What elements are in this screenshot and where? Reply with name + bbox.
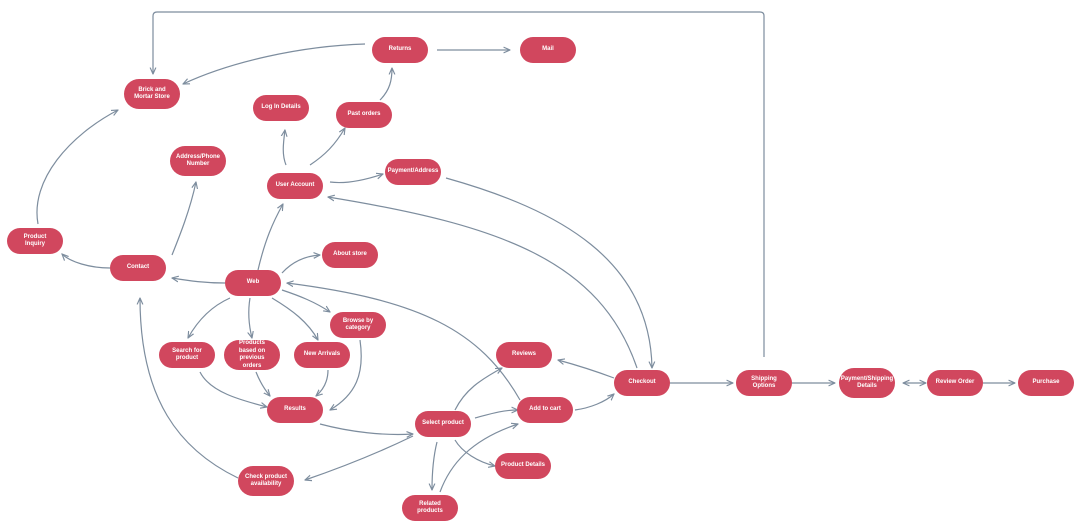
edge-returns-to-brick bbox=[183, 43, 366, 84]
edge-prev-to-results bbox=[255, 371, 270, 396]
edge-web-to-browse bbox=[281, 289, 330, 312]
node-addcart: Add to cart bbox=[517, 397, 573, 423]
edge-web-to-account bbox=[257, 204, 283, 271]
edge-addcart-to-web bbox=[287, 283, 521, 401]
edge-past-to-returns bbox=[379, 68, 392, 101]
node-mail: Mail bbox=[520, 37, 576, 63]
node-related: Related products bbox=[402, 495, 458, 521]
edge-account-to-login bbox=[283, 130, 286, 166]
node-details: Product Details bbox=[495, 453, 551, 479]
edge-payaddr-to-checkout bbox=[445, 177, 652, 368]
node-web: Web bbox=[225, 270, 281, 296]
node-contact: Contact bbox=[110, 255, 166, 281]
node-select: Select product bbox=[415, 411, 471, 437]
node-past: Past orders bbox=[336, 102, 392, 128]
edge-search-to-results bbox=[199, 371, 267, 407]
node-review: Review Order bbox=[927, 370, 983, 396]
edge-checkout-to-reviews bbox=[558, 360, 615, 379]
edge-related-to-addcart bbox=[439, 424, 518, 493]
node-account: User Account bbox=[267, 173, 323, 199]
edge-contact-to-inquiry bbox=[62, 254, 111, 269]
edge-select-to-details bbox=[454, 439, 495, 466]
node-addr: Address/Phone Number bbox=[170, 146, 226, 176]
node-checkout: Checkout bbox=[614, 370, 670, 396]
node-returns: Returns bbox=[372, 37, 428, 63]
edge-account-to-payaddr bbox=[329, 174, 383, 184]
node-results: Results bbox=[267, 397, 323, 423]
node-purchase: Purchase bbox=[1018, 370, 1074, 396]
edge-shipping-to-brick bbox=[153, 11, 765, 357]
edge-account-to-past bbox=[309, 128, 345, 166]
node-payship: Payment/Shipping Details bbox=[839, 368, 895, 398]
edge-select-to-addcart bbox=[474, 410, 518, 419]
node-search: Search for product bbox=[159, 342, 215, 368]
node-arrivals: New Arrivals bbox=[294, 342, 350, 368]
edge-select-to-check bbox=[305, 435, 414, 480]
edge-web-to-prev bbox=[249, 297, 252, 338]
edge-results-to-select bbox=[319, 423, 413, 435]
edge-arrivals-to-results bbox=[316, 369, 329, 396]
node-shipping: Shipping Options bbox=[736, 370, 792, 396]
node-brick: Brick and Mortar Store bbox=[124, 79, 180, 109]
node-browse: Browse by category bbox=[330, 312, 386, 338]
edge-addcart-to-checkout bbox=[574, 394, 614, 411]
edge-checkout-to-account bbox=[328, 197, 638, 369]
edge-check-to-contact bbox=[140, 298, 239, 479]
edge-select-to-related bbox=[432, 441, 438, 490]
node-prev: Products based on previous orders bbox=[224, 340, 280, 370]
node-login: Log In Details bbox=[253, 95, 309, 121]
edge-contact-to-addr bbox=[171, 182, 196, 256]
edge-browse-to-results bbox=[330, 339, 362, 410]
node-payaddr: Payment/Address bbox=[385, 159, 441, 185]
edge-web-to-about bbox=[281, 255, 320, 274]
edge-web-to-search bbox=[188, 297, 231, 338]
node-about: About store bbox=[322, 242, 378, 268]
edge-web-to-arrivals bbox=[271, 297, 318, 340]
node-check: Check product availability bbox=[238, 466, 294, 496]
edge-select-to-reviews bbox=[454, 368, 502, 411]
edge-web-to-contact bbox=[172, 278, 226, 284]
node-reviews: Reviews bbox=[496, 342, 552, 368]
edge-inquiry-to-brick bbox=[36, 110, 118, 225]
node-inquiry: Product Inquiry bbox=[7, 228, 63, 254]
